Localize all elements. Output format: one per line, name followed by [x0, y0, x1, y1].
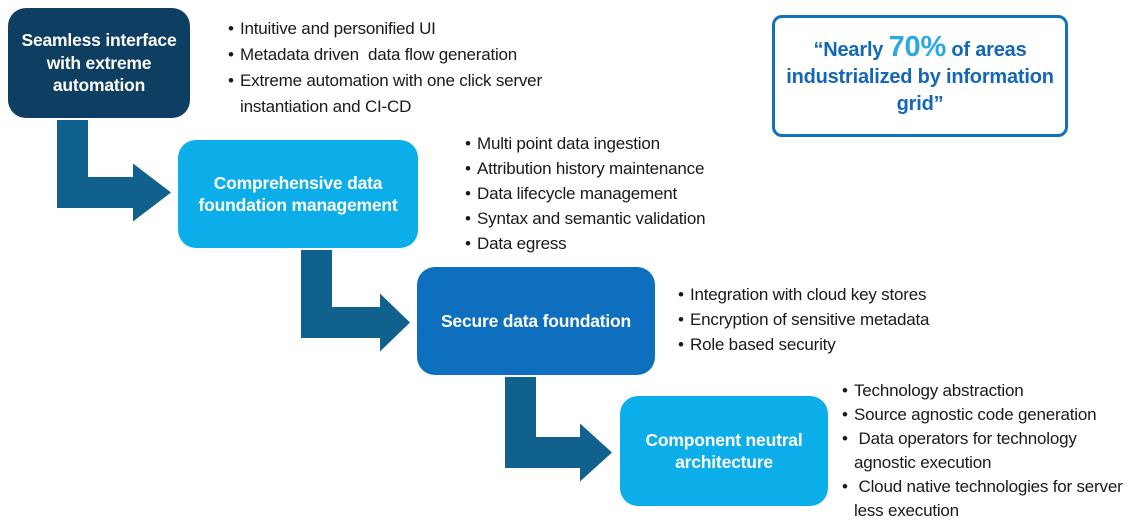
bullet-item: Multi point data ingestion	[465, 131, 765, 156]
bullet-list-secure-data-foundation: Integration with cloud key stores Encryp…	[678, 282, 1008, 357]
step-box-label: Secure data foundation	[440, 310, 632, 331]
bullet-item: Extreme automation with one click server…	[228, 68, 620, 120]
bullet-item: Data operators for technology agnostic e…	[842, 427, 1132, 475]
bullet-item: Role based security	[678, 332, 1008, 357]
quote-highlight: 70%	[888, 31, 947, 63]
step-box-seamless-interface: Seamless interface with extreme automati…	[8, 8, 190, 118]
bullet-item: Attribution history maintenance	[465, 156, 765, 181]
bullet-item: Metadata driven data flow generation	[228, 42, 620, 68]
step-box-label: Seamless interface with extreme automati…	[21, 30, 177, 96]
elbow-arrow-shape	[505, 377, 612, 482]
step-box-secure-data-foundation: Secure data foundation	[417, 267, 655, 375]
bullet-item: Data egress	[465, 231, 765, 256]
bullet-item: Source agnostic code generation	[842, 403, 1132, 427]
step-box-label: Component neutral architecture	[645, 429, 803, 472]
step-box-data-foundation-management: Comprehensive data foundation management	[178, 140, 418, 248]
bullet-item: Intuitive and personified UI	[228, 16, 620, 42]
flow-arrow-icon	[57, 120, 171, 222]
elbow-arrow-shape	[301, 250, 410, 352]
quote-callout: “Nearly 70% of areas industrialized by i…	[772, 15, 1068, 137]
flow-arrow-icon	[301, 250, 410, 352]
bullet-list-component-neutral-architecture: Technology abstraction Source agnostic c…	[842, 379, 1132, 523]
quote-open: “Nearly	[813, 39, 884, 61]
flow-arrow-icon	[505, 377, 612, 482]
bullet-item: Technology abstraction	[842, 379, 1132, 403]
bullet-item: Encryption of sensitive metadata	[678, 307, 1008, 332]
bullet-item: Syntax and semantic validation	[465, 206, 765, 231]
bullet-item: Cloud native technologies for server les…	[842, 475, 1132, 523]
elbow-arrow-shape	[57, 120, 171, 222]
bullet-list-seamless-interface: Intuitive and personified UI Metadata dr…	[228, 16, 620, 120]
step-box-component-neutral-architecture: Component neutral architecture	[620, 396, 828, 506]
step-box-label: Comprehensive data foundation management	[198, 172, 398, 215]
bullet-item: Data lifecycle management	[465, 181, 765, 206]
bullet-item: Integration with cloud key stores	[678, 282, 1008, 307]
quote-rest: of areas industrialized by information g…	[786, 39, 1054, 115]
quote-text: “Nearly 70% of areas industrialized by i…	[783, 31, 1057, 118]
bullet-list-data-foundation-management: Multi point data ingestion Attribution h…	[465, 131, 765, 256]
